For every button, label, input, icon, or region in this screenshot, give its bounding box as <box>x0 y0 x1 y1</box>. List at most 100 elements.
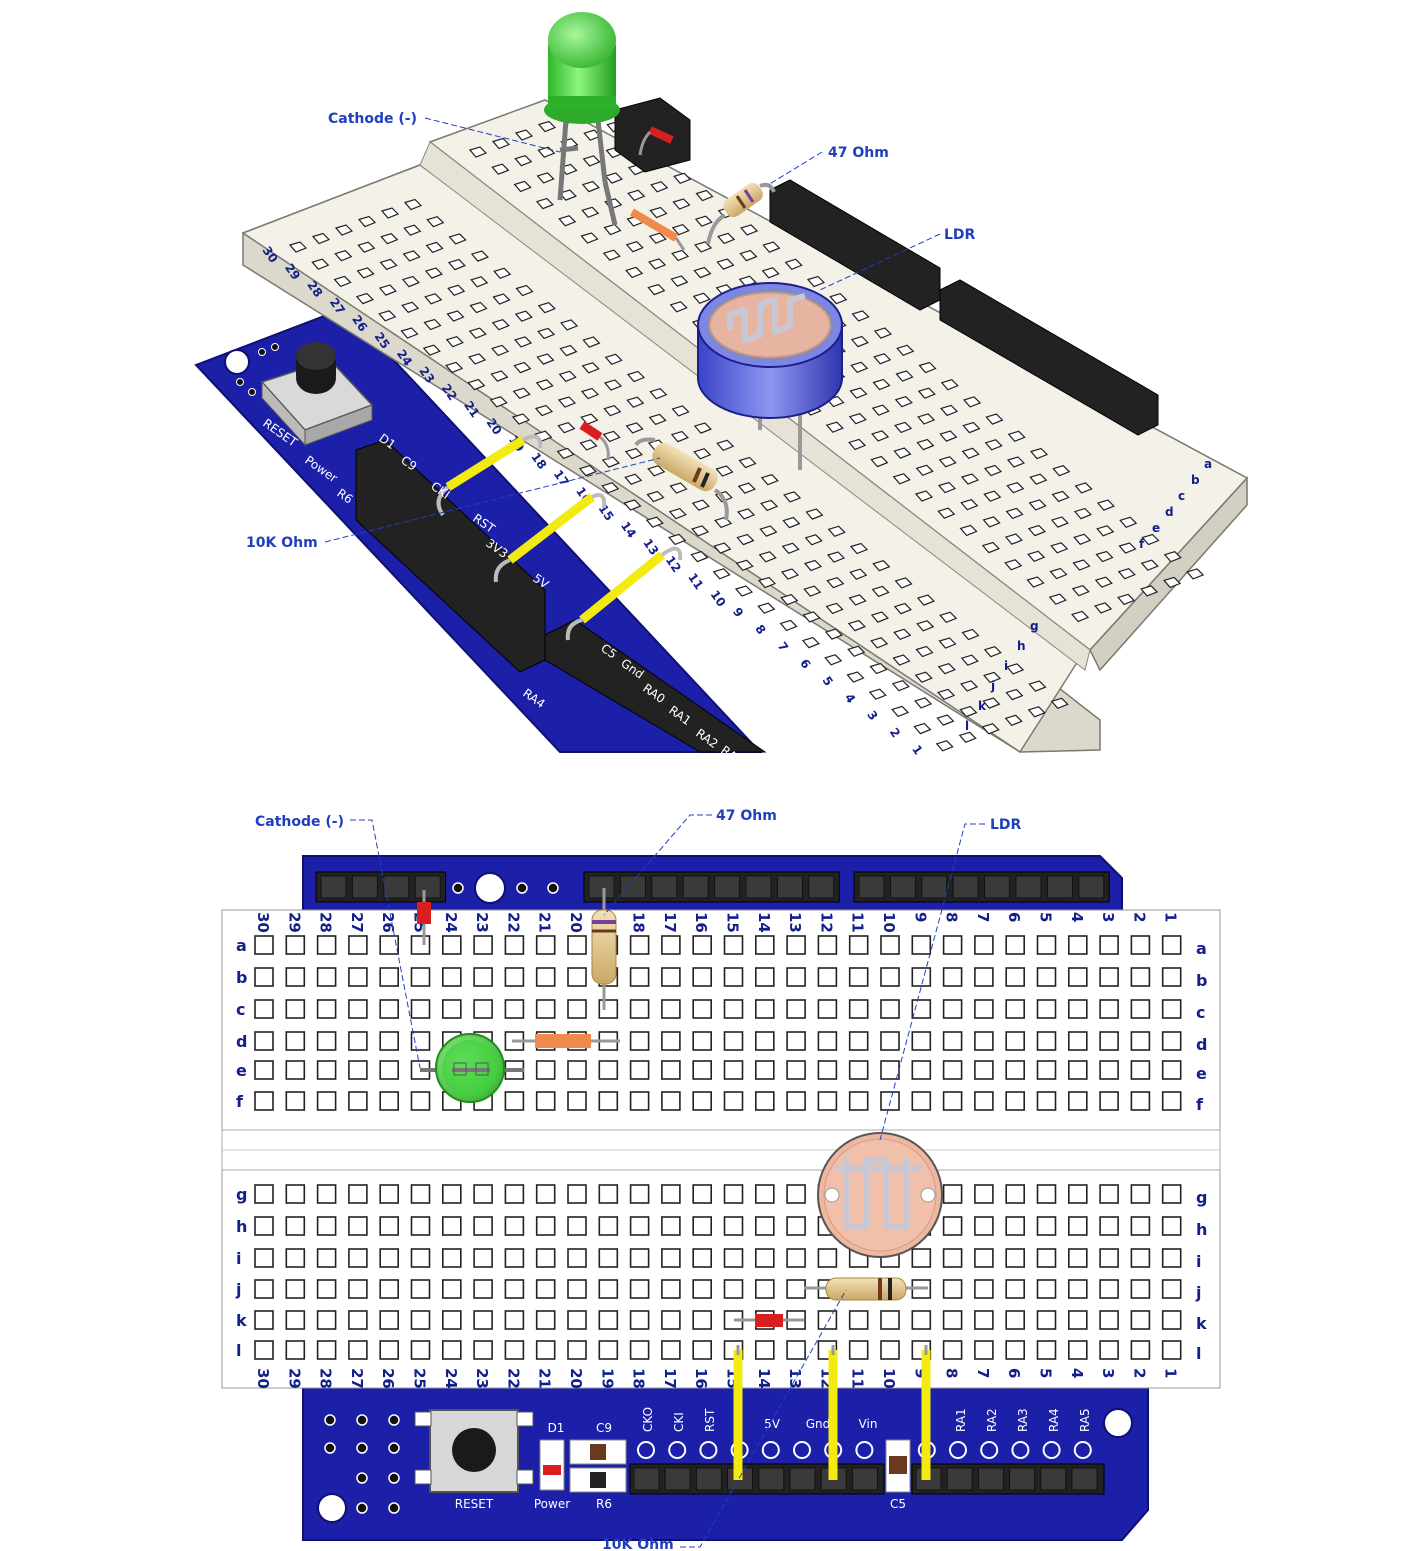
breadboard-hole <box>1161 967 1182 987</box>
column-number: 9 <box>911 1368 929 1378</box>
breadboard-hole <box>285 1091 306 1111</box>
breadboard-hole <box>470 250 489 262</box>
breadboard-hole <box>974 1248 994 1268</box>
breadboard-hole <box>1027 550 1046 563</box>
breadboard-hole <box>870 637 889 649</box>
header-pin <box>946 1467 973 1491</box>
label-ra4: RA4 <box>1047 1408 1061 1432</box>
breadboard-hole <box>661 1279 681 1299</box>
red-jumper-flat-bottom <box>734 1314 804 1327</box>
breadboard-hole <box>826 577 845 589</box>
breadboard-hole <box>801 636 820 649</box>
breadboard-hole <box>567 1279 587 1299</box>
breadboard-hole <box>737 482 756 494</box>
column-number: 1 <box>1162 1368 1180 1378</box>
row-letter: a <box>1196 939 1207 958</box>
row-letter: g <box>236 1185 247 1204</box>
breadboard-hole <box>911 1031 932 1051</box>
breadboard-hole <box>348 1184 368 1204</box>
header-pin <box>633 1467 660 1491</box>
column-number: 30 <box>254 912 272 933</box>
breadboard-hole <box>285 935 306 955</box>
column-number: 18 <box>630 1368 648 1389</box>
breadboard-hole <box>535 1184 556 1204</box>
breadboard-hole <box>348 1216 368 1236</box>
column-number: 29 <box>285 1368 303 1389</box>
breadboard-hole <box>1068 1031 1088 1051</box>
column-number: 2 <box>887 725 903 740</box>
breadboard-hole <box>629 1248 650 1268</box>
breadboard-hole <box>850 361 869 374</box>
breadboard-hole <box>567 1184 587 1204</box>
breadboard-hole <box>958 731 977 744</box>
breadboard-hole <box>892 654 911 666</box>
pcb-via <box>356 1442 368 1454</box>
breadboard-hole <box>379 258 398 271</box>
breadboard-hole <box>514 155 533 167</box>
breadboard-hole <box>423 318 442 331</box>
breadboard-hole <box>410 1031 431 1051</box>
breadboard-hole <box>911 1091 932 1111</box>
breadboard-hole <box>783 491 802 503</box>
breadboard-hole <box>942 967 963 987</box>
breadboard-hole <box>1005 999 1026 1019</box>
breadboard-hole <box>285 1216 306 1236</box>
column-number: 15 <box>724 912 742 933</box>
callout-10k-ohm-label: 10K Ohm <box>246 535 318 551</box>
label-cko: CKO <box>641 1407 655 1432</box>
breadboard-hole <box>598 1279 619 1299</box>
column-number: 16 <box>692 912 710 933</box>
breadboard-hole <box>779 619 798 632</box>
pcb-pad <box>637 1441 655 1459</box>
breadboard-hole <box>1004 559 1023 571</box>
column-number: 8 <box>943 1368 961 1378</box>
breadboard-hole <box>1005 1216 1026 1236</box>
breadboard-hole <box>848 935 869 955</box>
row-letter: l <box>1196 1344 1201 1363</box>
breadboard-hole <box>911 1060 932 1080</box>
breadboard-hole <box>848 967 869 987</box>
callout-10k-ohm-top: 10K Ohm <box>246 457 661 551</box>
breadboard-hole <box>1130 967 1151 987</box>
row-letter: e <box>1196 1064 1207 1083</box>
breadboard-hole <box>1006 456 1026 468</box>
breadboard-hole <box>581 362 600 374</box>
breadboard-hole <box>379 1091 400 1111</box>
breadboard-hole <box>558 370 577 383</box>
breadboard-hole <box>1130 1216 1151 1236</box>
breadboard-hole <box>806 275 826 288</box>
breadboard-hole <box>1140 559 1159 571</box>
breadboard-hole <box>1005 1091 1026 1111</box>
breadboard-hole <box>942 1031 963 1051</box>
breadboard-hole <box>493 267 512 280</box>
breadboard-hole <box>754 1031 775 1051</box>
breadboard-hole <box>723 1060 744 1080</box>
breadboard-hole <box>961 447 980 460</box>
breadboard-hole <box>762 241 781 253</box>
breadboard-hole <box>692 1310 713 1330</box>
breadboard-hole <box>1036 1248 1057 1268</box>
breadboard-hole <box>513 180 532 193</box>
breadboard-hole <box>1072 559 1091 571</box>
breadboard-hole <box>911 1248 932 1268</box>
breadboard-hole <box>316 999 337 1019</box>
breadboard-hole <box>1005 935 1026 955</box>
breadboard-hole <box>894 577 913 589</box>
breadboard-hole <box>880 967 900 987</box>
breadboard-hole <box>1094 602 1113 614</box>
breadboard-hole <box>661 1310 681 1330</box>
pcb-via <box>388 1472 400 1484</box>
breadboard-hole <box>1068 999 1088 1019</box>
breadboard-hole <box>515 284 534 297</box>
column-number: 23 <box>473 912 491 933</box>
breadboard-hole <box>410 1279 431 1299</box>
pcb-via <box>356 1472 368 1484</box>
red-jumper-isometric-bottom <box>579 421 610 461</box>
label-reset: RESET <box>455 1497 494 1511</box>
breadboard-hole <box>254 1031 274 1051</box>
column-number: 18 <box>630 912 648 933</box>
breadboard-hole <box>581 206 600 219</box>
breadboard-hole <box>379 935 400 955</box>
breadboard-hole <box>985 413 1004 425</box>
breadboard-hole <box>537 327 556 340</box>
